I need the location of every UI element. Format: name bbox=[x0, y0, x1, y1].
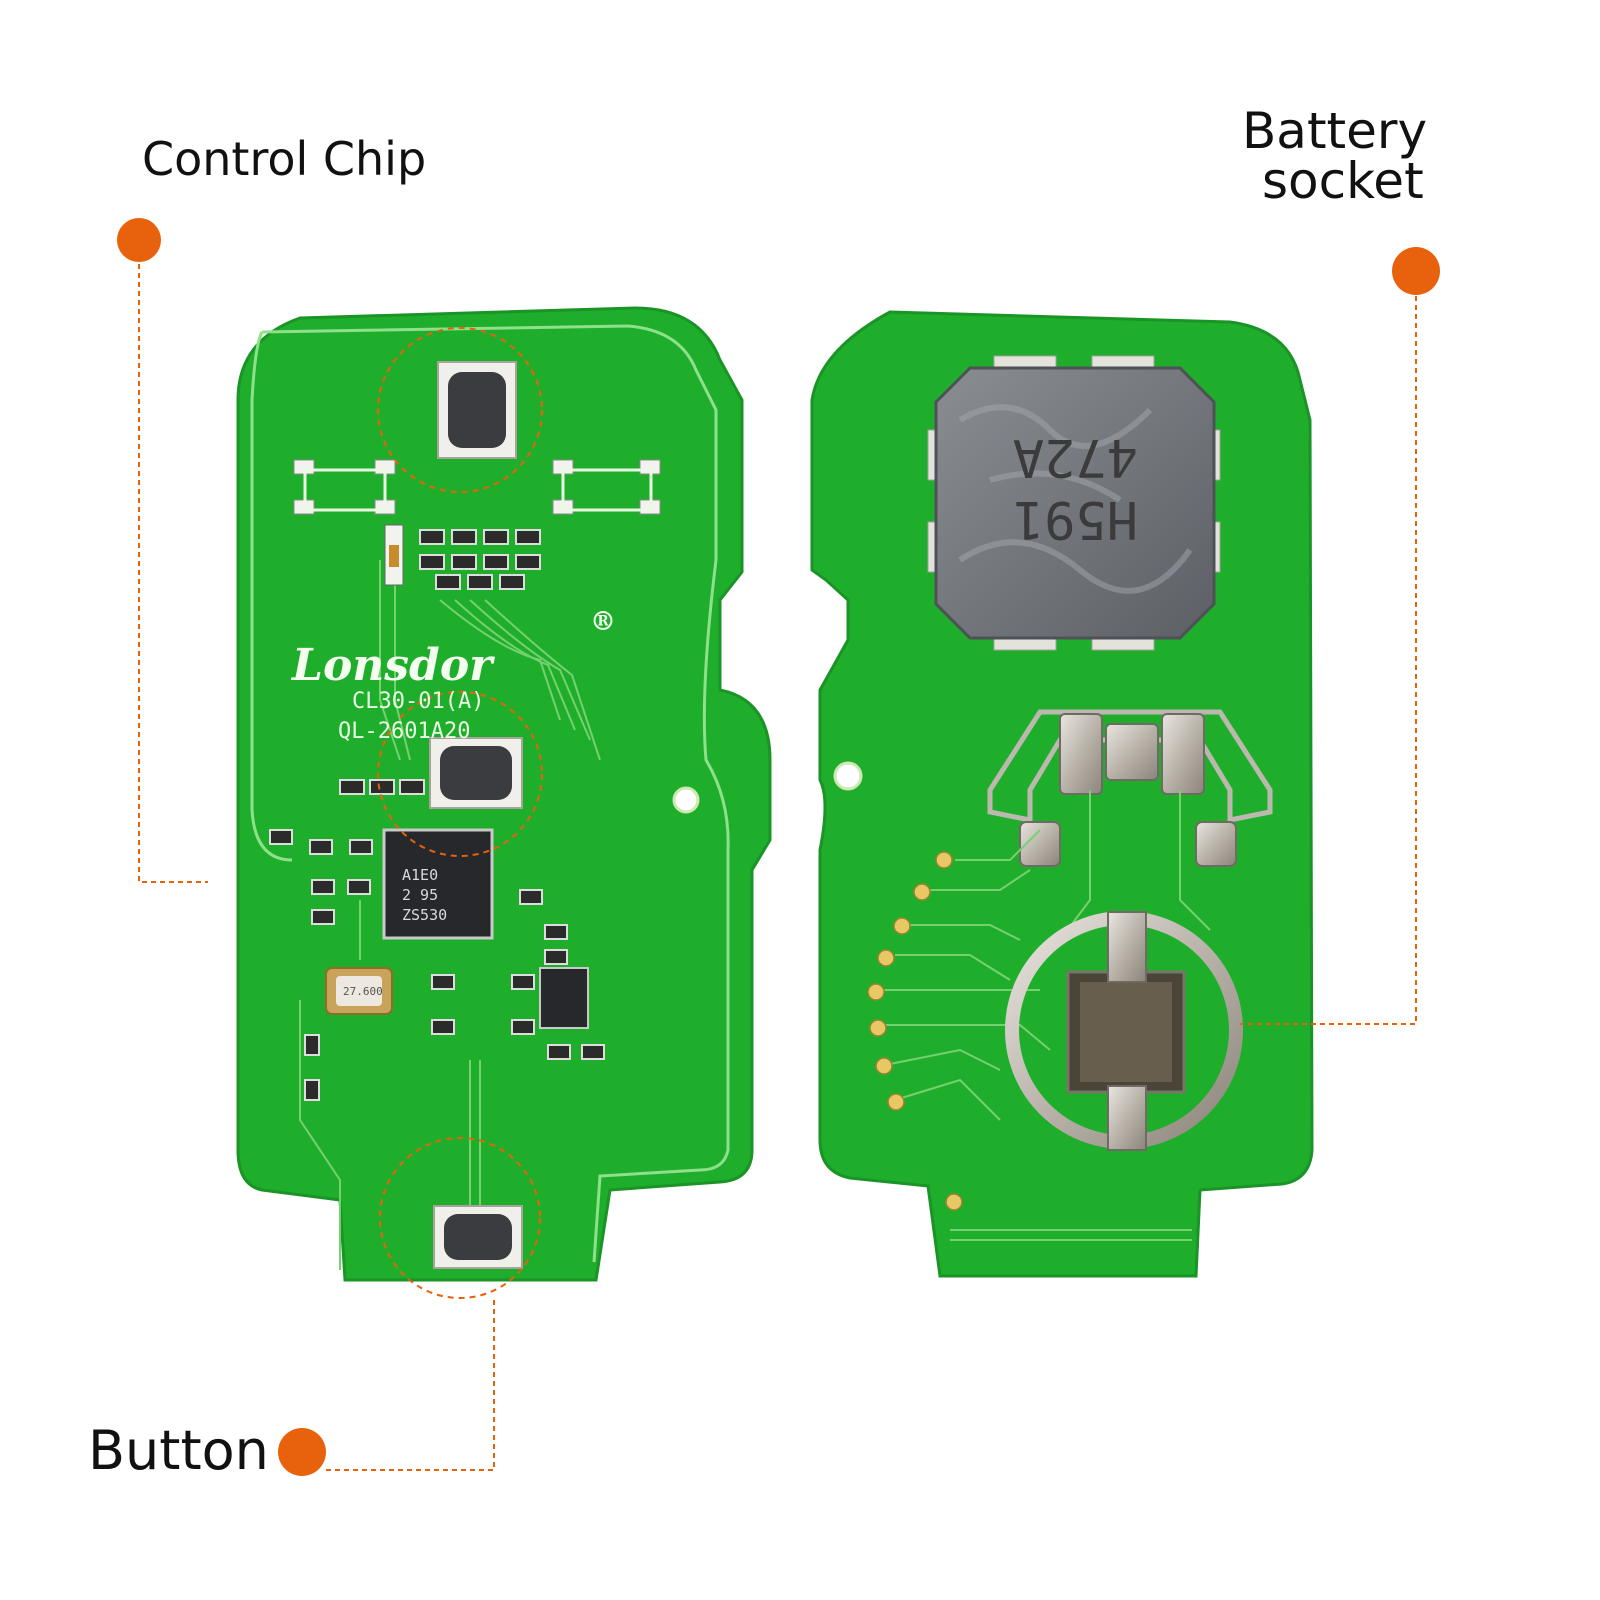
callout-battery-socket: Battery socket bbox=[1240, 102, 1440, 1025]
battery-socket-dot bbox=[1392, 247, 1440, 295]
tact-button-bottom bbox=[433, 1205, 523, 1269]
crystal-marking: 27.600 bbox=[343, 985, 383, 998]
test-pads bbox=[867, 851, 963, 1211]
coil-marking-2: 472A bbox=[1013, 427, 1138, 487]
front-silkscreen-border bbox=[250, 324, 730, 1263]
secondary-ic bbox=[539, 967, 589, 1029]
coil-marking: H591 472A bbox=[1013, 427, 1138, 549]
chip-marking-3: ZS530 bbox=[402, 906, 447, 924]
front-traces bbox=[299, 560, 601, 1270]
battery-clip bbox=[987, 709, 1273, 867]
callout-button: Button bbox=[88, 1298, 495, 1482]
tact-button-middle bbox=[429, 737, 523, 809]
battery-socket bbox=[1005, 911, 1243, 1151]
front-side-pad-frames bbox=[303, 468, 653, 512]
callout-control-chip: Control Chip bbox=[117, 132, 426, 883]
registered-mark: ® bbox=[590, 607, 616, 637]
coil-marking-1: H591 bbox=[1013, 489, 1138, 549]
battery-label-line2: socket bbox=[1262, 152, 1424, 210]
back-mount-hole bbox=[833, 761, 863, 791]
control-chip: A1E0 2 95 ZS530 bbox=[382, 828, 494, 940]
button-leader bbox=[326, 1298, 495, 1471]
back-board: H591 472A bbox=[810, 310, 1314, 1278]
crystal-oscillator: 27.600 bbox=[325, 967, 393, 1015]
board-revision: QL-2601A20 bbox=[338, 719, 470, 744]
chip-marking-2: 2 95 bbox=[402, 886, 438, 904]
front-board: A1E0 2 95 ZS530 27.600 bbox=[236, 306, 772, 1299]
tact-button-top bbox=[437, 361, 517, 459]
model-number: CL30-01(A) bbox=[352, 689, 484, 714]
chip-marking-1: A1E0 bbox=[402, 866, 438, 884]
control-chip-label: Control Chip bbox=[142, 132, 426, 186]
control-chip-leader bbox=[138, 264, 208, 883]
button-dot bbox=[278, 1428, 326, 1476]
coil-inductor bbox=[934, 366, 1216, 640]
button-label: Button bbox=[88, 1419, 269, 1482]
brand-logo: Lonsdor bbox=[290, 640, 495, 691]
front-smd-components bbox=[269, 524, 605, 1101]
battery-label-line1: Battery bbox=[1242, 102, 1427, 160]
front-mount-hole bbox=[672, 786, 700, 814]
coil-texture bbox=[958, 404, 1193, 594]
button-highlights bbox=[377, 327, 543, 1299]
control-chip-dot bbox=[117, 218, 161, 262]
